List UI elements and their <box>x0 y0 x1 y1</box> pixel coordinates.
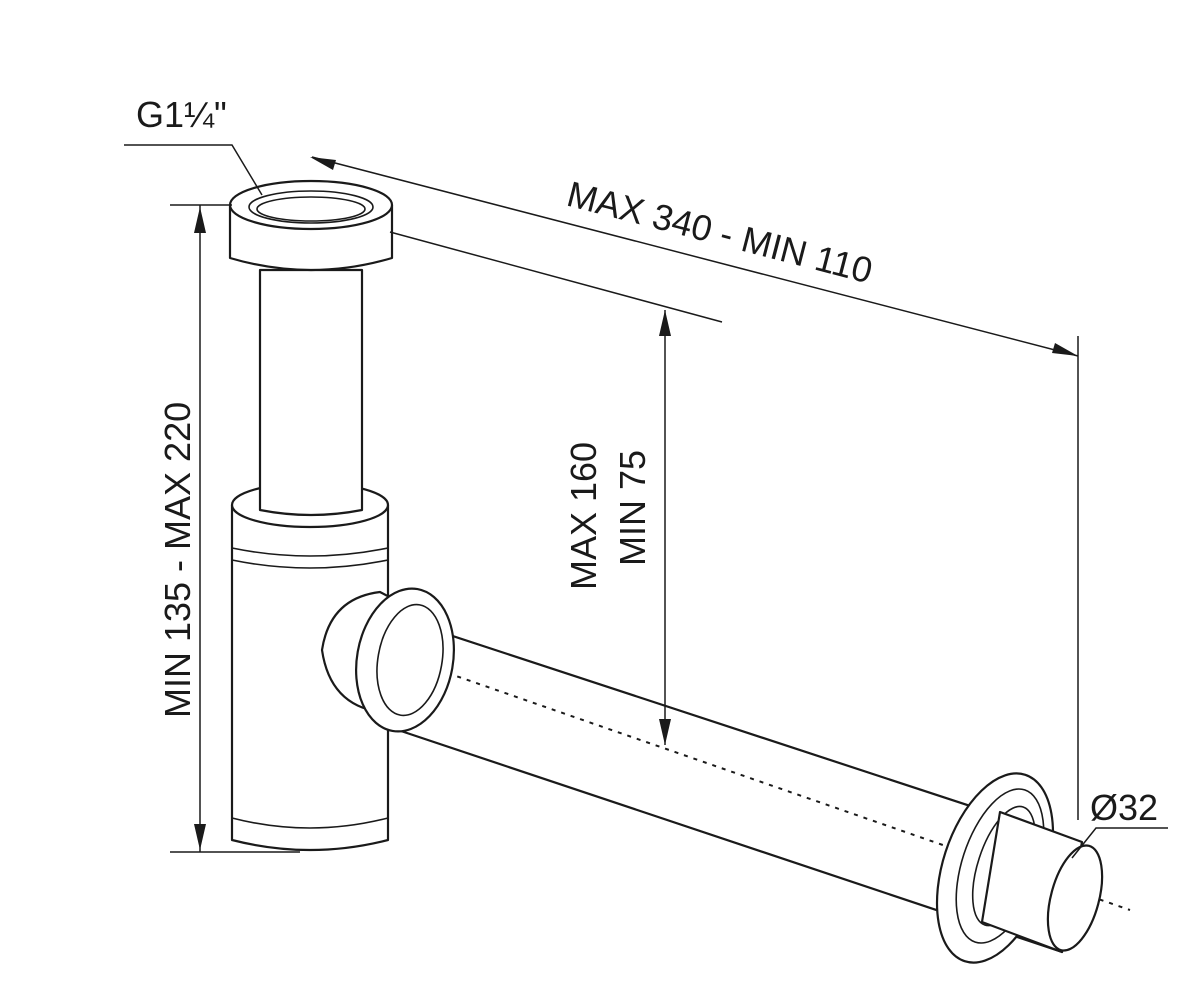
thread-dimension: G1¼" <box>124 94 263 196</box>
top-nut <box>228 179 394 272</box>
side-connector <box>320 587 455 733</box>
height-label: MIN 135 - MAX 220 <box>157 402 198 718</box>
offset-label-min: MIN 75 <box>612 450 653 566</box>
vertical-tube <box>258 268 364 517</box>
height-dimension: MIN 135 - MAX 220 <box>157 204 300 853</box>
offset-dimension: MAX 160 MIN 75 <box>389 231 723 745</box>
thread-label: G1¼" <box>136 94 227 135</box>
diameter-label: Ø32 <box>1090 787 1158 828</box>
length-label: MAX 340 - MIN 110 <box>563 173 877 291</box>
pipe-end <box>980 810 1104 954</box>
offset-label-max: MAX 160 <box>563 442 604 590</box>
diameter-dimension: Ø32 <box>1071 787 1168 859</box>
